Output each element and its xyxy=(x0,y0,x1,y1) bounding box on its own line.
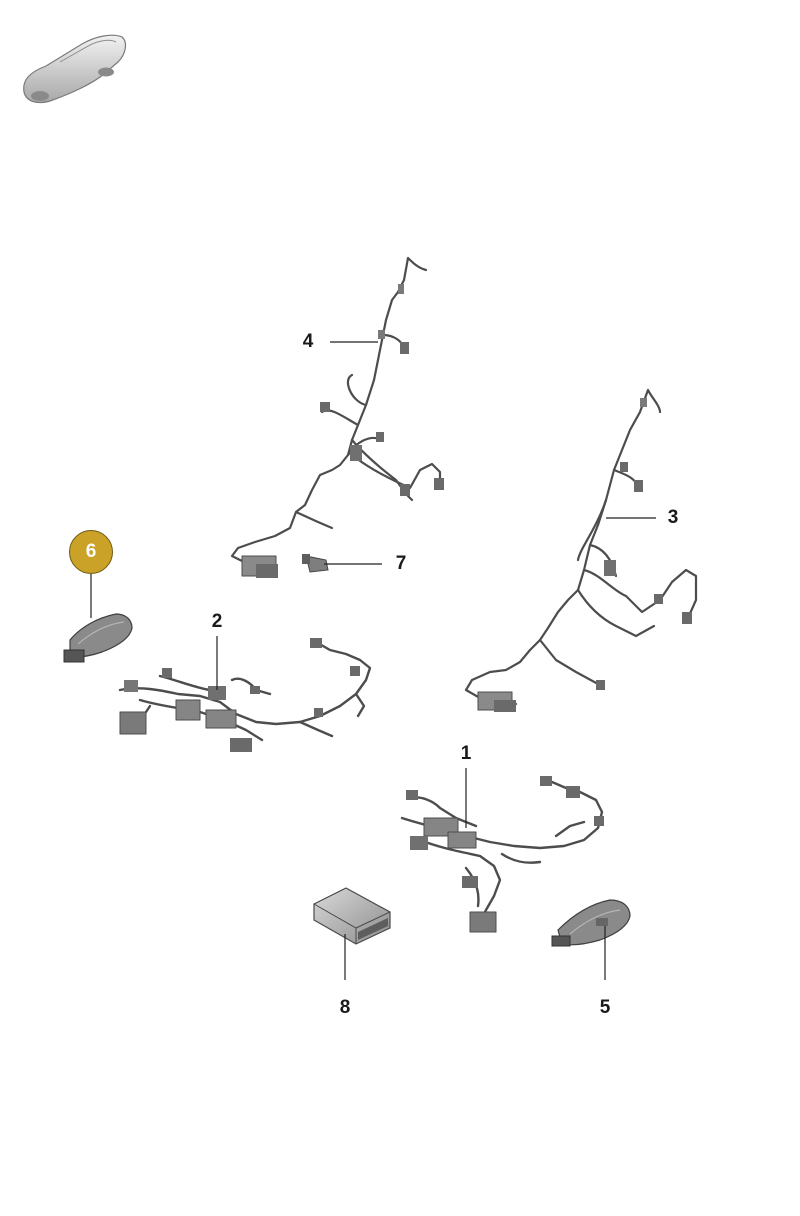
harness-part-1[interactable] xyxy=(400,776,604,933)
car-silhouette-icon[interactable] xyxy=(23,34,127,104)
seat-switch-part-6[interactable] xyxy=(63,613,133,663)
callout-4[interactable]: 4 xyxy=(302,331,314,352)
callout-2[interactable]: 2 xyxy=(211,611,223,632)
control-unit-part-8[interactable] xyxy=(313,887,391,945)
seat-switch-part-5[interactable] xyxy=(551,899,631,947)
leader-lines xyxy=(90,341,656,980)
connector-part-7[interactable] xyxy=(302,554,329,573)
harness-part-2[interactable] xyxy=(118,638,372,752)
callout-6-badge[interactable]: 6 xyxy=(69,530,113,574)
callout-7[interactable]: 7 xyxy=(395,553,407,574)
callout-3[interactable]: 3 xyxy=(667,507,679,528)
harness-part-3[interactable] xyxy=(464,388,698,712)
callout-5[interactable]: 5 xyxy=(599,997,611,1018)
callout-1[interactable]: 1 xyxy=(460,743,472,764)
harness-part-4[interactable] xyxy=(230,256,444,578)
callout-6: 6 xyxy=(85,541,97,562)
callout-8[interactable]: 8 xyxy=(339,997,351,1018)
